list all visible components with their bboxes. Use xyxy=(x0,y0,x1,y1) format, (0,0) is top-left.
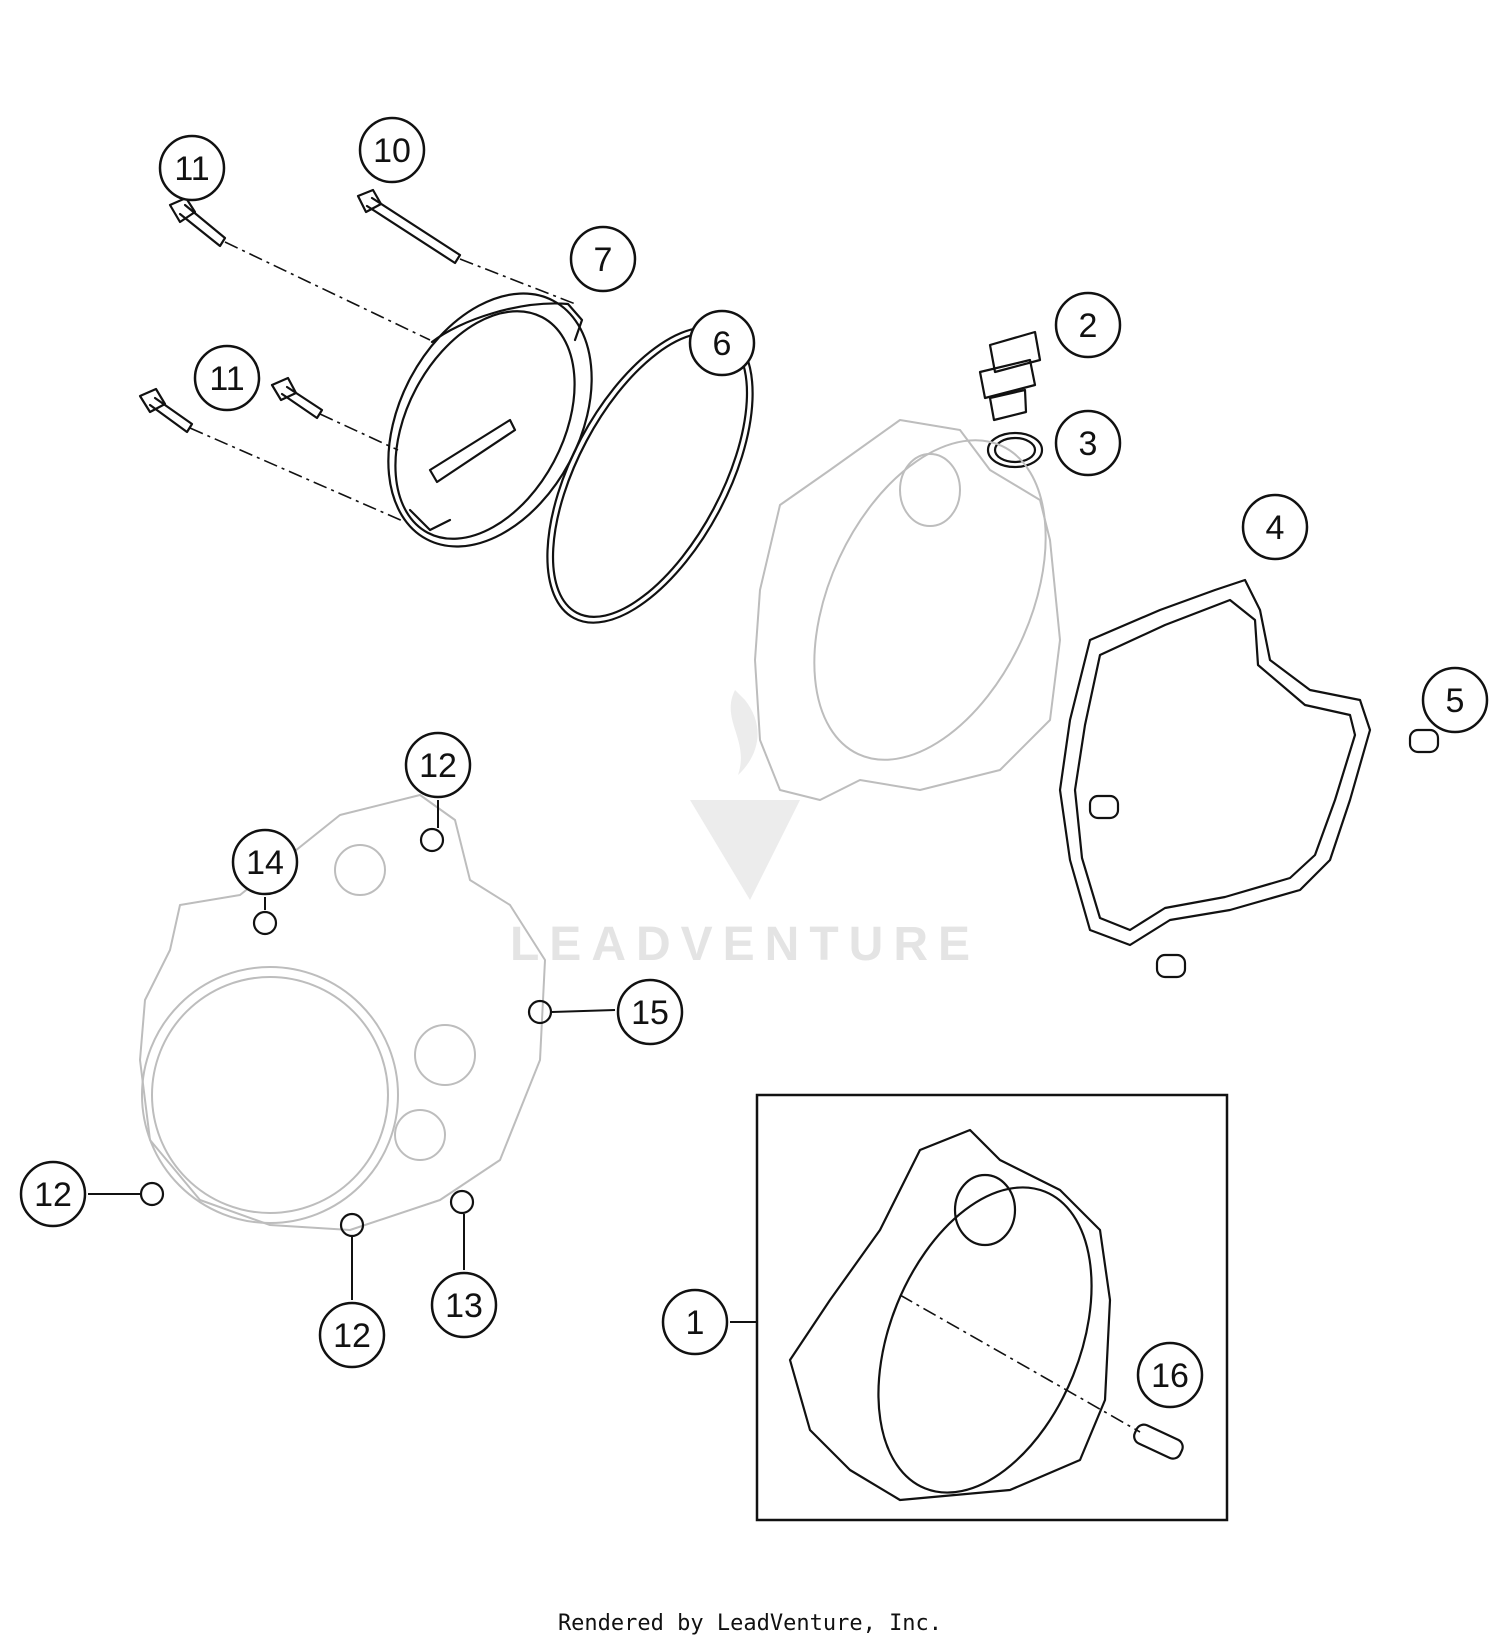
svg-text:12: 12 xyxy=(419,747,457,785)
callout-15: 15 xyxy=(616,978,684,1046)
svg-text:10: 10 xyxy=(373,132,411,170)
svg-text:7: 7 xyxy=(594,241,613,279)
part-3-seal-ring xyxy=(986,431,1044,469)
callout-12-left: 12 xyxy=(19,1160,87,1228)
bolt-11-lower-right xyxy=(270,376,324,420)
callout-11-lower: 11 xyxy=(193,344,261,412)
dowel-pins xyxy=(1088,728,1440,979)
bolt-10 xyxy=(356,188,462,265)
watermark-text: LEADVENTURE xyxy=(510,918,980,971)
assembled-cover-outline xyxy=(139,794,546,1231)
bolt-11-lower-left xyxy=(138,387,194,434)
clutch-cover-outline xyxy=(754,419,1061,801)
callout-6: 6 xyxy=(688,309,756,377)
callout-10: 10 xyxy=(358,116,426,184)
callout-12-bottom: 12 xyxy=(318,1301,386,1369)
callout-16: 16 xyxy=(1136,1341,1204,1409)
footer-credit: Rendered by LeadVenture, Inc. xyxy=(558,1611,942,1636)
inset-assembly-box xyxy=(755,1093,1229,1522)
svg-text:4: 4 xyxy=(1266,509,1285,547)
bolt-11-upper xyxy=(168,196,227,248)
svg-text:1: 1 xyxy=(686,1304,705,1342)
svg-text:14: 14 xyxy=(246,844,284,882)
callout-12-top: 12 xyxy=(404,731,472,799)
part-2-oil-cap xyxy=(978,330,1042,422)
callout-5: 5 xyxy=(1421,666,1489,734)
part-7-cover-ring xyxy=(387,292,593,548)
svg-text:12: 12 xyxy=(34,1176,72,1214)
part-16-pin xyxy=(1133,1423,1184,1460)
svg-text:3: 3 xyxy=(1079,425,1098,463)
svg-text:16: 16 xyxy=(1151,1357,1189,1395)
svg-text:11: 11 xyxy=(209,360,244,398)
callout-1: 1 xyxy=(661,1288,729,1356)
callout-2: 2 xyxy=(1054,291,1122,359)
callout-11-upper: 11 xyxy=(158,134,226,202)
svg-text:11: 11 xyxy=(174,150,209,188)
callout-13: 13 xyxy=(430,1271,498,1339)
callout-7: 7 xyxy=(569,225,637,293)
callout-3: 3 xyxy=(1054,409,1122,477)
callout-4: 4 xyxy=(1241,493,1309,561)
svg-text:2: 2 xyxy=(1079,307,1098,345)
svg-text:15: 15 xyxy=(631,994,669,1032)
svg-text:6: 6 xyxy=(713,325,732,363)
svg-text:12: 12 xyxy=(333,1317,371,1355)
svg-text:5: 5 xyxy=(1446,682,1465,720)
svg-text:13: 13 xyxy=(445,1287,483,1325)
leadventure-watermark: LEADVENTURE xyxy=(510,690,980,971)
cover-screws xyxy=(139,827,553,1238)
callout-14: 14 xyxy=(231,828,299,896)
part-4-gasket xyxy=(1058,578,1372,947)
